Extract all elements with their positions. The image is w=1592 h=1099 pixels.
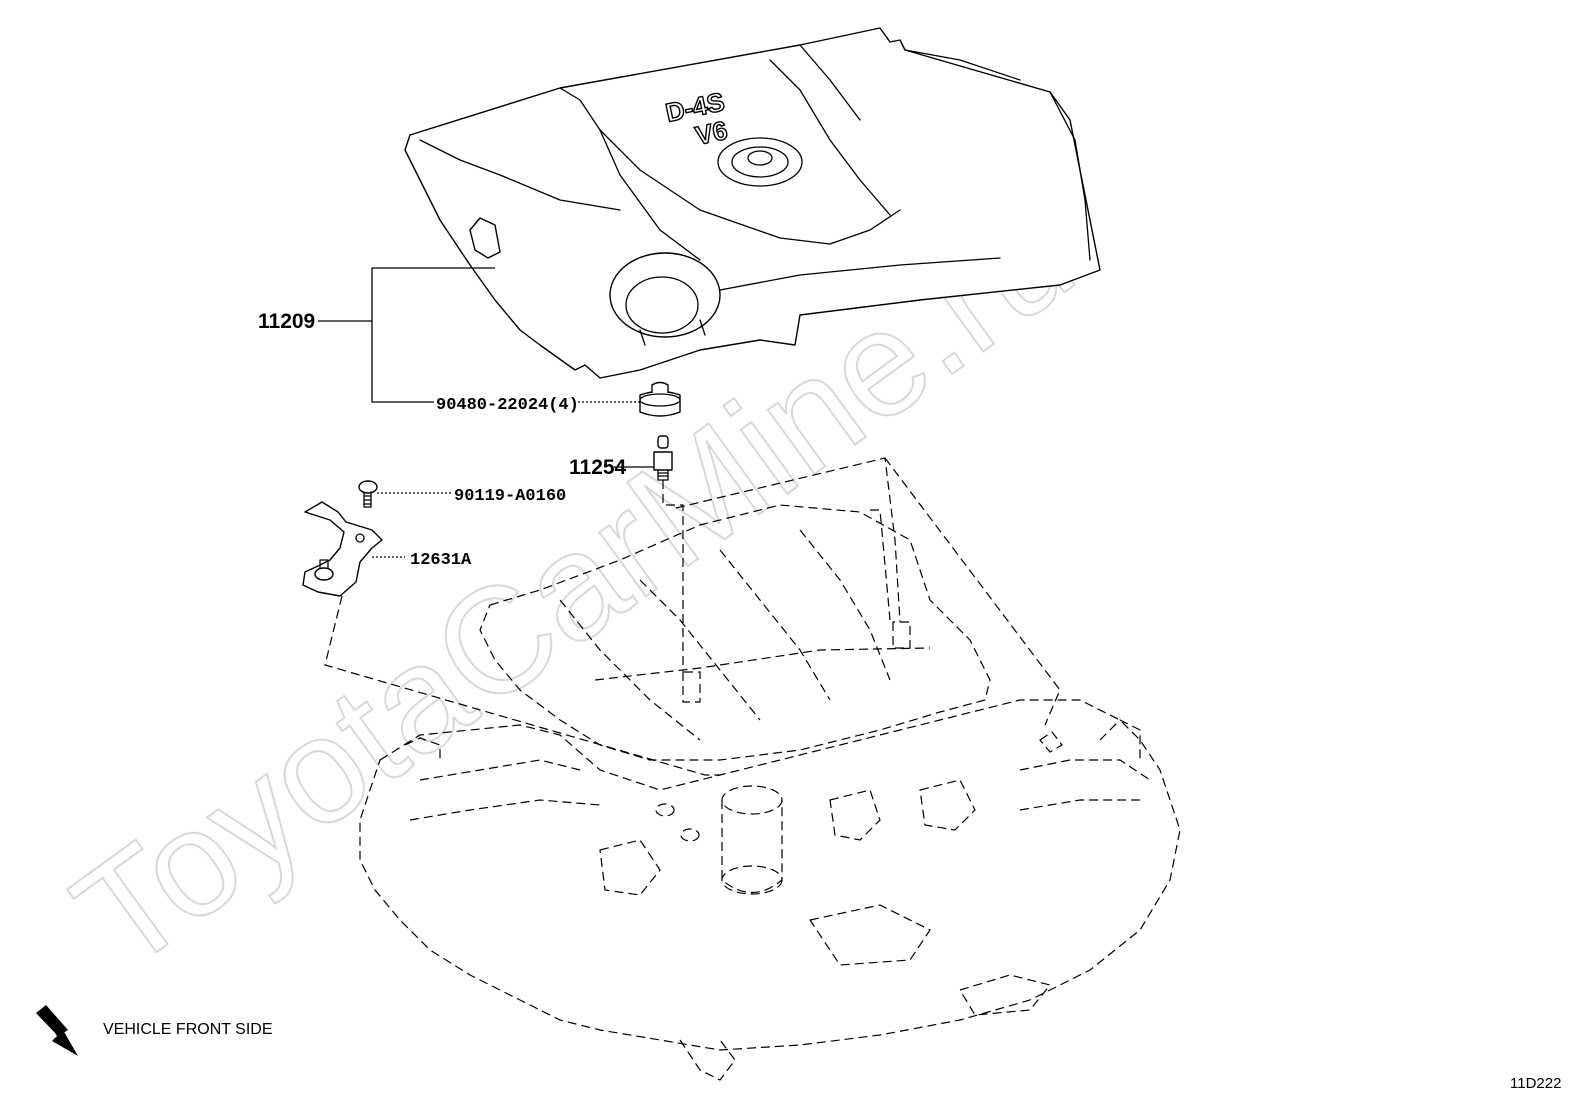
vehicle-front-side-label: VEHICLE FRONT SIDE [103,1021,273,1038]
emblem-line-2: V6 [693,115,730,151]
label-12631A: 12631A [410,551,472,570]
label-11254: 11254 [569,456,627,479]
assembly-lines [324,457,1061,776]
engine-outline [359,504,1181,1081]
grommet-drawing [639,381,681,417]
label-90119-A0160: 90119-A0160 [454,487,566,506]
stud-drawing [653,435,673,481]
label-11209: 11209 [258,310,315,333]
callouts: 11209 90480-22024(4) 11254 90119-A0160 1… [258,267,654,570]
label-90480-22024: 90480-22024(4) [436,396,579,415]
bracket-drawing [302,501,383,597]
figure-code: 11D222 [1510,1075,1561,1092]
bolt-drawing [358,480,378,508]
vehicle-front-arrow [36,1005,78,1056]
engine-cover-drawing: D-4S V6 [404,27,1101,379]
